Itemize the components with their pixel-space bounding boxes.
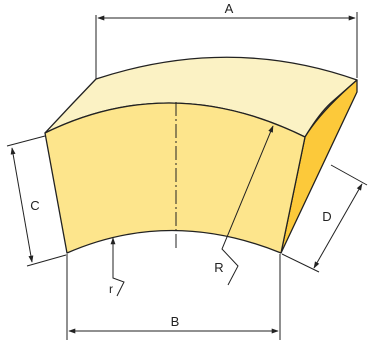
label-b: B <box>171 314 180 329</box>
dimension-a: A <box>95 1 358 79</box>
label-big-r: R <box>214 260 223 275</box>
radius-small-r-leader: r <box>109 237 125 297</box>
label-a: A <box>225 1 234 16</box>
label-small-r: r <box>109 282 113 296</box>
dimension-b: B <box>66 254 281 340</box>
label-c: C <box>30 198 39 213</box>
front-face <box>44 102 306 254</box>
radius-r-leader: R <box>214 125 274 286</box>
side-face <box>280 79 358 254</box>
dimension-c: C <box>6 135 67 267</box>
dimension-d: D <box>281 164 368 273</box>
label-d: D <box>322 209 331 224</box>
